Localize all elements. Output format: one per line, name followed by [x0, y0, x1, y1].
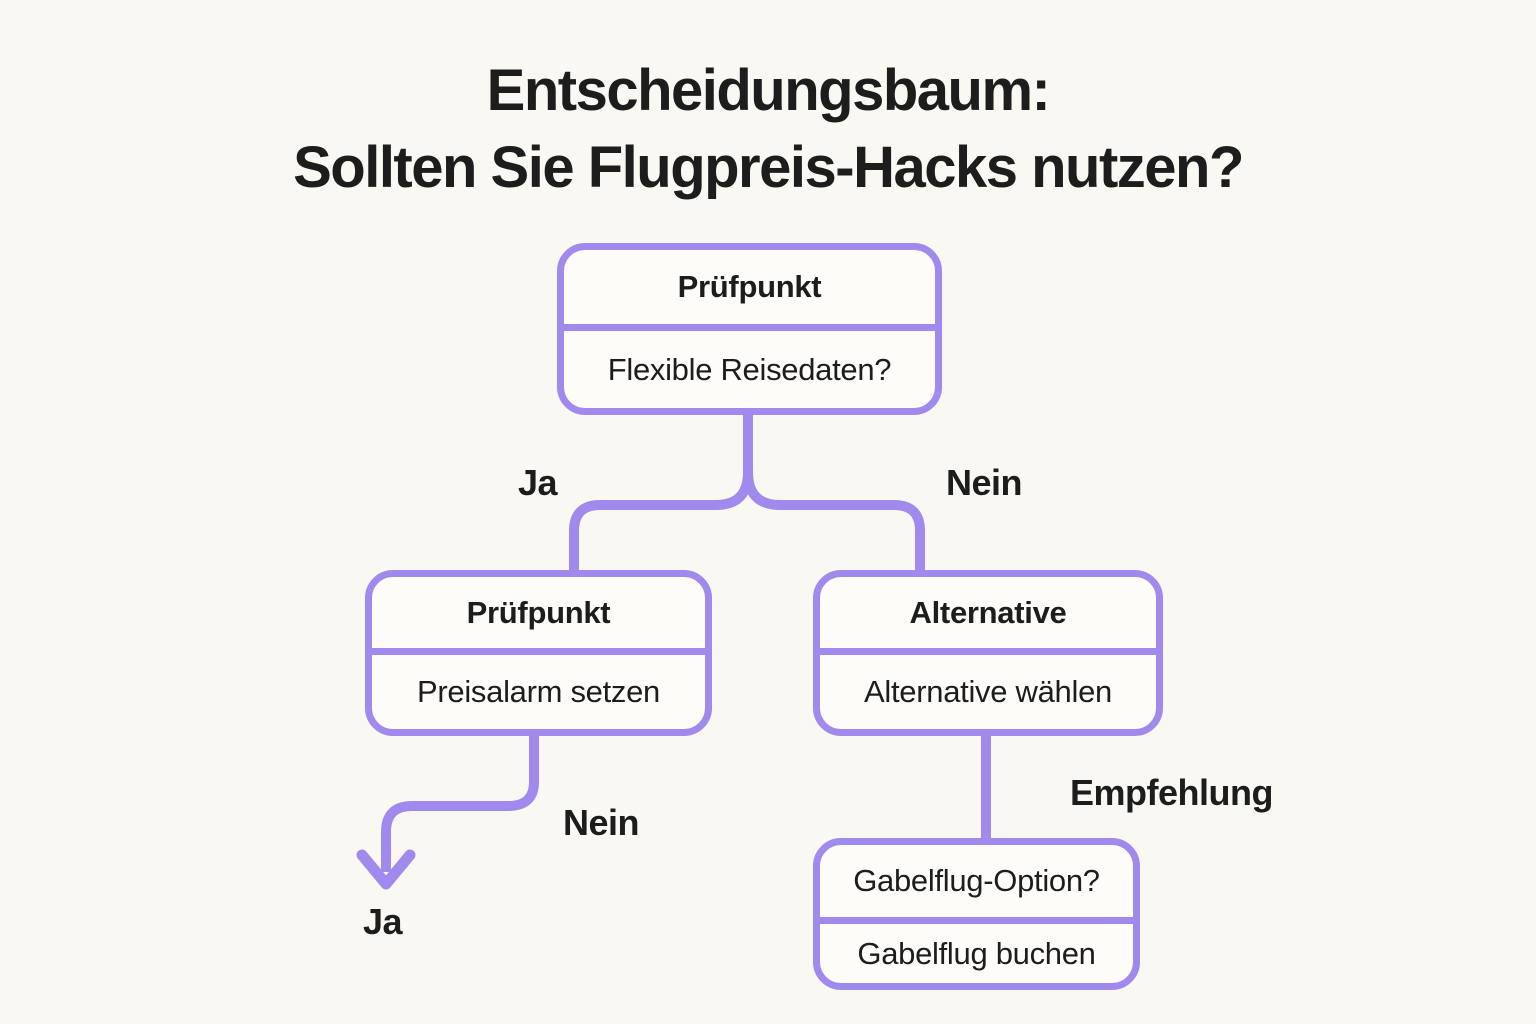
arrow-down-icon: [356, 849, 416, 890]
node-right-body: Alternative wählen: [864, 674, 1112, 709]
page-title-line2: Sollten Sie Flugpreis-Hacks nutzen?: [293, 135, 1244, 201]
node-bottom-body: Gabelflug buchen: [857, 935, 1096, 971]
page-title-line1: Entscheidungsbaum:: [486, 58, 1051, 123]
edge-label-nein-bottom: Nein: [563, 802, 640, 843]
node-left: Prüfpunkt Preisalarm setzen: [365, 570, 712, 736]
node-root-header: Prüfpunkt: [564, 250, 935, 331]
node-bottom-header: Gabelflug-Option?: [820, 845, 1133, 924]
edge-label-empfehlung: Empfehlung: [1070, 772, 1273, 813]
node-bottom: Gabelflug-Option? Gabelflug buchen: [813, 838, 1140, 990]
node-left-body: Preisalarm setzen: [417, 674, 660, 709]
edge-label-ja-top: Ja: [518, 462, 558, 503]
node-left-header: Prüfpunkt: [372, 577, 705, 655]
edge-root-to-right: [743, 471, 925, 575]
edge-root-to-left: [569, 471, 753, 575]
node-root-body: Flexible Reisedaten?: [607, 351, 892, 387]
node-right-header: Alternative: [820, 577, 1156, 655]
edge-left-to-arrow: [381, 732, 539, 872]
edge-label-ja-bottom: Ja: [363, 901, 403, 942]
node-root: Prüfpunkt Flexible Reisedaten?: [557, 243, 942, 415]
node-right: Alternative Alternative wählen: [813, 570, 1163, 736]
page-title: Entscheidungsbaum: Sollten Sie Flugpreis…: [0, 52, 1536, 206]
edge-label-nein-top: Nein: [946, 462, 1023, 503]
